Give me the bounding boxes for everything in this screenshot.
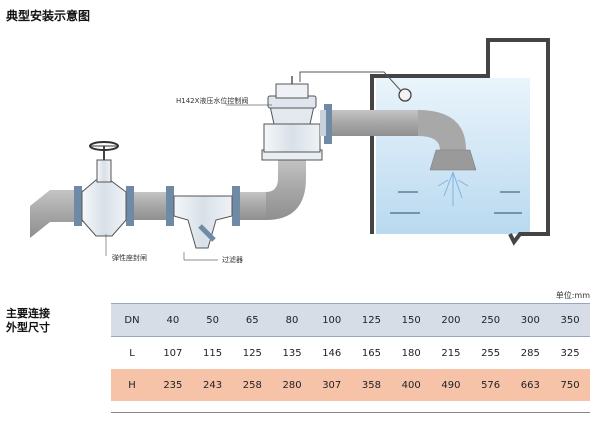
table-header-cell: 100: [311, 303, 352, 337]
table-cell: 663: [510, 369, 551, 401]
table-cell: 243: [192, 369, 233, 401]
table-cell: 115: [192, 336, 233, 369]
table-cell: 165: [351, 336, 392, 369]
table-header-cell: 50: [192, 303, 233, 337]
control-valve-label: H142X液压水位控制阀: [176, 96, 248, 105]
control-valve: [261, 76, 332, 161]
side-title-line1: 主要连接: [6, 307, 50, 320]
table-cell: 325: [550, 336, 590, 369]
table-cell: 235: [153, 369, 193, 401]
unit-label: 单位:mm: [555, 291, 590, 300]
page-title: 典型安装示意图: [6, 9, 91, 23]
table-header-cell: 200: [431, 303, 471, 337]
table-bottom-divider: [111, 412, 590, 413]
y-filter: [166, 186, 240, 249]
table-header-cell: 250: [470, 303, 511, 337]
table-cell: 490: [431, 369, 471, 401]
table-header-row: DN 40 50 65 80 100 125 150 200 250 300 3…: [111, 303, 590, 337]
table-cell: 125: [232, 336, 273, 369]
installation-diagram: H142X液压水位控制阀 弹性座封闸 过滤器: [30, 38, 550, 264]
row-label: H: [111, 369, 153, 401]
filter-callout: 过滤器: [183, 252, 243, 264]
dimension-table: DN 40 50 65 80 100 125 150 200 250 300 3…: [111, 303, 590, 401]
table-header-label: DN: [111, 303, 153, 337]
table-cell: 258: [232, 369, 273, 401]
gate-valve-label: 弹性座封闸: [112, 253, 147, 262]
table-cell: 576: [470, 369, 511, 401]
table-cell: 400: [391, 369, 432, 401]
table-header-cell: 80: [272, 303, 312, 337]
table-cell: 180: [391, 336, 432, 369]
table-cell: 135: [272, 336, 312, 369]
filter-label: 过滤器: [222, 255, 243, 264]
table-header-cell: 65: [232, 303, 273, 337]
gate-valve: [74, 141, 134, 237]
row-label: L: [111, 336, 153, 369]
table-cell: 358: [351, 369, 392, 401]
outlet-pipe: [330, 110, 477, 206]
control-valve-callout: H142X液压水位控制阀: [176, 96, 272, 106]
table-row: L 107 115 125 135 146 165 180 215 255 28…: [111, 336, 590, 369]
table-cell: 255: [470, 336, 511, 369]
float-ball: [299, 71, 412, 102]
table-cell: 280: [272, 369, 312, 401]
table-cell: 750: [550, 369, 590, 401]
gate-valve-callout: 弹性座封闸: [105, 234, 147, 262]
table-cell: 285: [510, 336, 551, 369]
side-title-line2: 外型尺寸: [6, 321, 50, 334]
table-cell: 146: [311, 336, 352, 369]
table-cell: 107: [153, 336, 193, 369]
table-row: H 235 243 258 280 307 358 400 490 576 66…: [111, 369, 590, 401]
table-header-cell: 150: [391, 303, 432, 337]
table-header-cell: 125: [351, 303, 392, 337]
table-header-cell: 300: [510, 303, 551, 337]
table-cell: 215: [431, 336, 471, 369]
table-header-cell: 40: [153, 303, 193, 337]
table-header-cell: 350: [550, 303, 590, 337]
table-cell: 307: [311, 369, 352, 401]
